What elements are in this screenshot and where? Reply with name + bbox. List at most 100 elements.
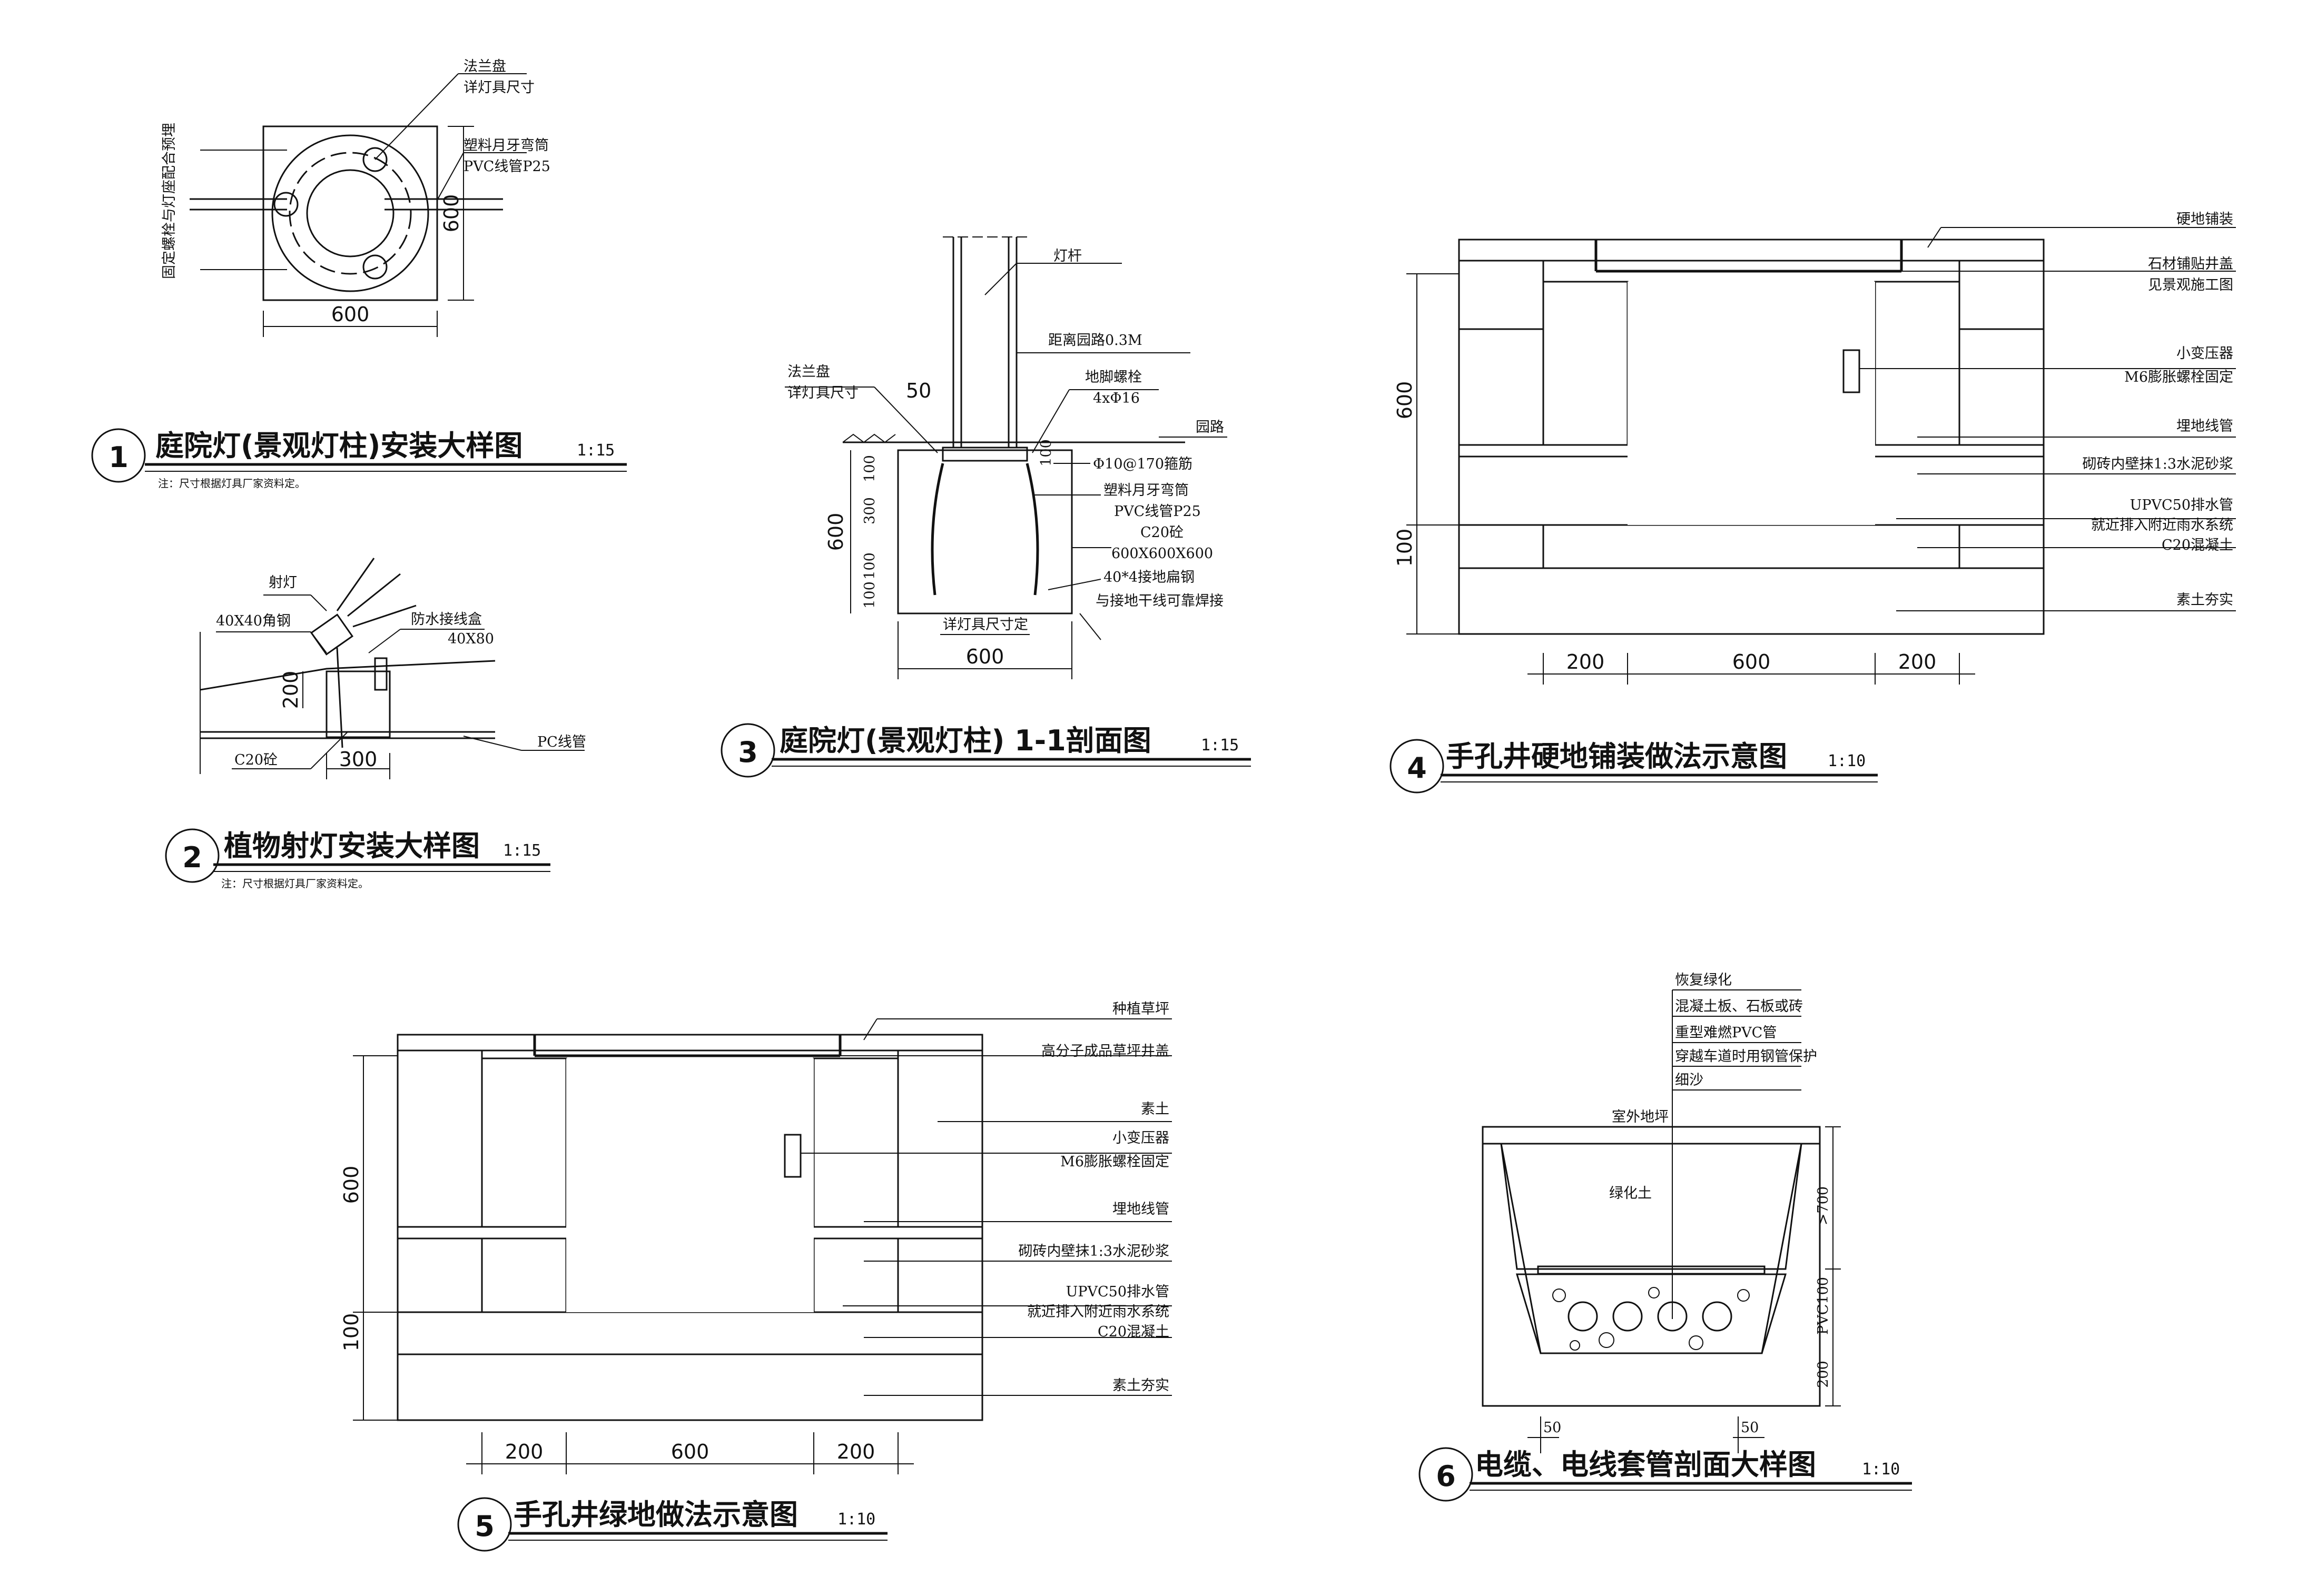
label-rain-system: 就近排入附近雨水系统 [1027, 1304, 1169, 1320]
dim-50b: 50 [1741, 1420, 1759, 1436]
detail-4-title: 4 手孔井硬地铺装做法示意图 1:10 [1389, 739, 1878, 794]
flange-inner-circle [306, 169, 395, 257]
detail-number: 4 [1407, 751, 1427, 785]
transformer-box [784, 1134, 802, 1178]
detail-number-circle [165, 828, 220, 883]
weld-label: 与接地干线可靠焊接 [1096, 593, 1224, 609]
label-transformer: 小变压器 [1112, 1130, 1169, 1146]
label-restore-green: 恢复绿化 [1675, 972, 1732, 988]
dim-h100: 100 [1393, 529, 1416, 567]
bend-label: 塑料月牙弯筒 [1103, 482, 1189, 499]
wall-right [813, 1057, 899, 1228]
dim-600-h: 600 [824, 513, 847, 551]
dim-width: 600 [331, 303, 370, 326]
concrete-footing [326, 670, 391, 738]
label-grass: 种植草坪 [1112, 1001, 1169, 1017]
label-brick-wall: 砌砖内壁抹1:3水泥砂浆 [2083, 456, 2233, 472]
pvc-pipe-4 [1702, 1301, 1732, 1332]
paving-layer [1458, 239, 2045, 262]
dim-300: 300 [862, 497, 878, 524]
pvc-pipe-2 [1612, 1301, 1643, 1332]
transformer-box [1842, 349, 1860, 393]
label-compacted-soil: 素土夯实 [1112, 1377, 1169, 1394]
label-paving: 硬地铺装 [2176, 211, 2233, 227]
road-label: 园路 [1196, 419, 1224, 435]
wall-right [1874, 281, 1960, 446]
pvc-pipe-1 [1568, 1301, 1598, 1332]
detail-title: 电缆、电线套管剖面大样图 [1475, 1448, 1816, 1481]
dim-100-r: 100 [1038, 439, 1054, 467]
detail-2-title: 2 植物射灯安装大样图 1:15 注：尺寸根据灯具厂家资料定。 [165, 828, 550, 890]
bolt-hole-top [362, 147, 388, 172]
label-steel-protect: 穿越车道时用钢管保护 [1675, 1048, 1817, 1065]
pc-pipe-label: PC线管 [537, 734, 586, 750]
detail-1-title: 1 庭院灯(景观灯柱)安装大样图 1:15 注：尺寸根据灯具厂家资料定。 [91, 428, 627, 490]
detail-scale: 1:10 [837, 1510, 875, 1529]
detail-title: 庭院灯(景观灯柱) 1-1剖面图 [780, 724, 1151, 757]
label-cover: 高分子成品草坪井盖 [1041, 1043, 1169, 1059]
angle-steel-label: 40X40角钢 [216, 613, 291, 629]
label-transformer: 小变压器 [2176, 345, 2233, 362]
wall-left [1542, 281, 1629, 446]
dim-left: 200 [505, 1440, 544, 1463]
label-brick-wall: 砌砖内壁抹1:3水泥砂浆 [1019, 1243, 1169, 1260]
detail-note: 注：尺寸根据灯具厂家资料定。 [221, 877, 369, 890]
detail-note: 注：尺寸根据灯具厂家资料定。 [158, 477, 305, 490]
flange-label: 法兰盘 [787, 364, 830, 380]
block-label: 600X600X600 [1111, 546, 1213, 562]
label-rain-system: 就近排入附近雨水系统 [2091, 517, 2233, 533]
dim-mid: 600 [1732, 650, 1771, 673]
outdoor-label: 室外地坪 [1612, 1109, 1669, 1125]
detail-number: 1 [109, 441, 129, 474]
label-slab: 混凝土板、石板或砖 [1675, 998, 1803, 1015]
label-m6-bolt: M6膨胀螺栓固定 [2124, 369, 2233, 385]
pvc100-label: PVC100 [1815, 1277, 1831, 1335]
junction-box [374, 657, 388, 691]
pvc-label: PVC线管P25 [1114, 503, 1201, 520]
dim-height: 600 [440, 194, 463, 233]
detail-4-section: 600 100 200 600 200 硬地铺装 石材铺贴井盖 见景观施工图 小… [1393, 211, 2236, 685]
detail-number: 6 [1436, 1460, 1456, 1493]
outdoor-ground [1482, 1126, 1821, 1145]
detail-2-drawing: 射灯 40X40角钢 防水接线盒 40X80 PC线管 C20砼 300 200 [200, 558, 586, 779]
ground-line [200, 660, 496, 691]
detail-number-circle [721, 723, 775, 778]
bend-label: 塑料月牙弯筒 [464, 137, 549, 154]
label-buried-conduit: 埋地线管 [2176, 418, 2233, 434]
detail-number-circle [457, 1497, 512, 1552]
label-pvc: 重型难燃PVC管 [1675, 1025, 1777, 1041]
grass-layer [397, 1034, 983, 1052]
detail-title: 手孔井硬地铺装做法示意图 [1446, 740, 1787, 773]
flange-dashed-circle [289, 152, 412, 275]
lamp-size-label: 详灯具尺寸定 [943, 617, 1028, 633]
detail-number: 5 [475, 1510, 495, 1543]
detail-title: 植物射灯安装大样图 [224, 829, 480, 863]
detail-scale: 1:15 [577, 441, 615, 460]
detail-number: 2 [182, 841, 202, 874]
spotlight-label: 射灯 [269, 574, 297, 591]
pole-label: 灯杆 [1053, 248, 1082, 264]
concrete-base [1542, 524, 1960, 569]
ground-steel-label: 40*4接地扁钢 [1103, 569, 1195, 586]
label-sand: 细沙 [1675, 1072, 1703, 1088]
compacted-soil [1458, 567, 2045, 635]
concrete-label: C20砼 [1140, 524, 1184, 541]
label-upvc-drain: UPVC50排水管 [2130, 497, 2233, 513]
detail-scale: 1:15 [1201, 736, 1239, 755]
distance-label: 距离园路0.3M [1048, 332, 1142, 349]
junction-box-label: 防水接线盒 [411, 611, 482, 628]
label-compacted-soil: 素土夯实 [2176, 592, 2233, 608]
dim-h100: 100 [340, 1313, 363, 1352]
junction-box-size: 40X80 [448, 631, 494, 647]
detail-number-circle [1418, 1447, 1473, 1502]
dim-left: 200 [1566, 650, 1605, 673]
label-buried-conduit: 埋地线管 [1112, 1201, 1169, 1217]
dim-100b: 100 [862, 552, 878, 580]
concrete-base [397, 1311, 983, 1355]
dim-right: 200 [1898, 650, 1937, 673]
concrete-label: C20砼 [234, 752, 278, 768]
flange-plate [942, 447, 1028, 462]
stirrup-label: Φ10@170箍筋 [1093, 456, 1192, 472]
concrete-block [897, 449, 1073, 614]
dim-600-w: 600 [966, 645, 1004, 668]
